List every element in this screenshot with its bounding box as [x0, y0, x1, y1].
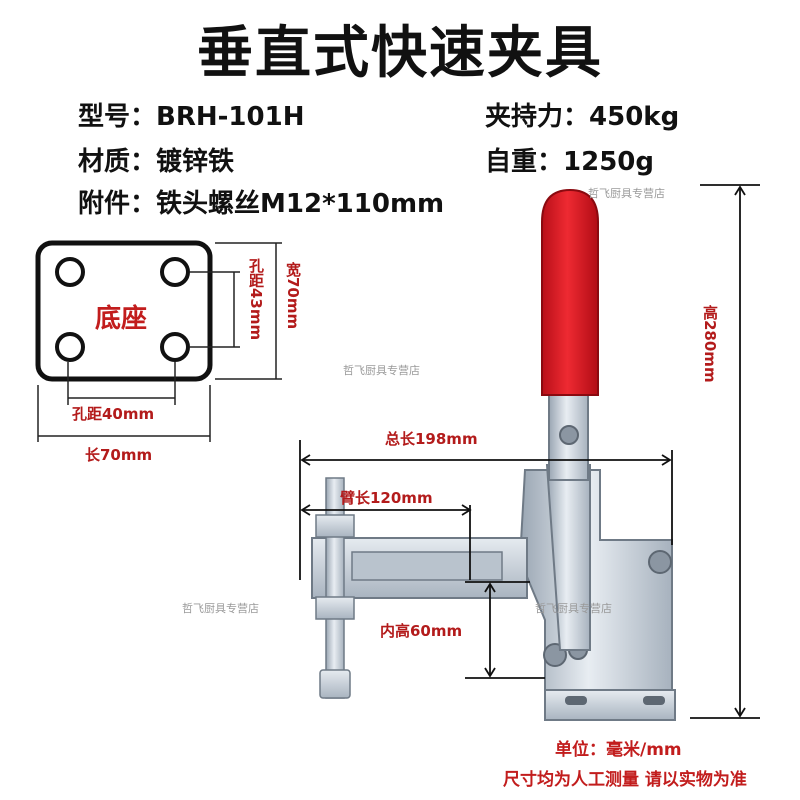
dim-base-length: 长70mm — [85, 446, 153, 464]
spec-material-value: 镀锌铁 — [156, 147, 235, 177]
dim-arm-length: 臂长120mm — [340, 489, 433, 507]
dim-inner-height: 内高60mm — [380, 622, 463, 640]
pivot-rivet — [648, 550, 672, 574]
base-hole — [55, 257, 85, 287]
clamp-dimensions — [299, 184, 760, 719]
spec-separator: ： — [563, 102, 590, 132]
dim-hole-spacing-h: 孔距40mm — [72, 405, 155, 423]
base-hole — [160, 332, 190, 362]
base-hole — [55, 332, 85, 362]
spec-separator: ： — [537, 147, 564, 177]
watermark: 哲飞厨具专营店 — [588, 187, 665, 200]
spec-model-value: BRH-101H — [156, 102, 305, 132]
base-hole — [160, 257, 190, 287]
screw-nut — [315, 596, 355, 620]
spec-separator: ： — [130, 189, 157, 219]
spec-accessory-label: 附件 — [78, 189, 131, 219]
spec-material: 材质：镀锌铁 — [78, 141, 234, 178]
measurement-disclaimer: 尺寸均为人工测量 请以实物为准 — [503, 770, 747, 790]
spec-weight: 自重：1250g — [485, 141, 654, 178]
spec-holding-force-label: 夹持力 — [485, 102, 564, 132]
dim-height: 高280mm — [701, 305, 719, 383]
clamp-screw — [325, 477, 345, 699]
page-title: 垂直式快速夹具 — [197, 21, 603, 86]
screw-tip — [319, 669, 351, 699]
spec-weight-value: 1250g — [563, 147, 655, 177]
spec-holding-force: 夹持力：450kg — [485, 96, 679, 133]
base-plate-diagram — [35, 240, 282, 442]
spec-separator: ： — [130, 102, 157, 132]
unit-note: 单位：毫米/mm — [555, 740, 682, 760]
dim-hole-spacing-v: 孔距43mm — [247, 258, 265, 341]
base-label: 底座 — [95, 304, 148, 334]
dim-total-length: 总长198mm — [385, 430, 478, 448]
arm-slot — [351, 551, 503, 581]
screw-nut — [315, 514, 355, 538]
spec-model-label: 型号 — [78, 102, 131, 132]
dim-base-width: 宽70mm — [284, 262, 302, 330]
watermark: 哲飞厨具专营店 — [182, 602, 259, 615]
clamp-body — [518, 469, 673, 691]
watermark: 哲飞厨具专营店 — [343, 364, 420, 377]
spec-weight-label: 自重 — [485, 147, 538, 177]
spec-accessory-value: 铁头螺丝M12*110mm — [156, 189, 445, 219]
spec-separator: ： — [130, 147, 157, 177]
pivot-rivet — [559, 425, 579, 445]
watermark: 哲飞厨具专营店 — [535, 602, 612, 615]
clamp-illustration — [311, 188, 676, 721]
spec-material-label: 材质 — [78, 147, 131, 177]
mount-slot — [565, 696, 587, 705]
handle-grip — [541, 188, 599, 396]
spec-model: 型号：BRH-101H — [78, 96, 304, 133]
spec-holding-force-value: 450kg — [589, 102, 680, 132]
spec-accessory: 附件：铁头螺丝M12*110mm — [78, 183, 444, 220]
mount-slot — [643, 696, 665, 705]
